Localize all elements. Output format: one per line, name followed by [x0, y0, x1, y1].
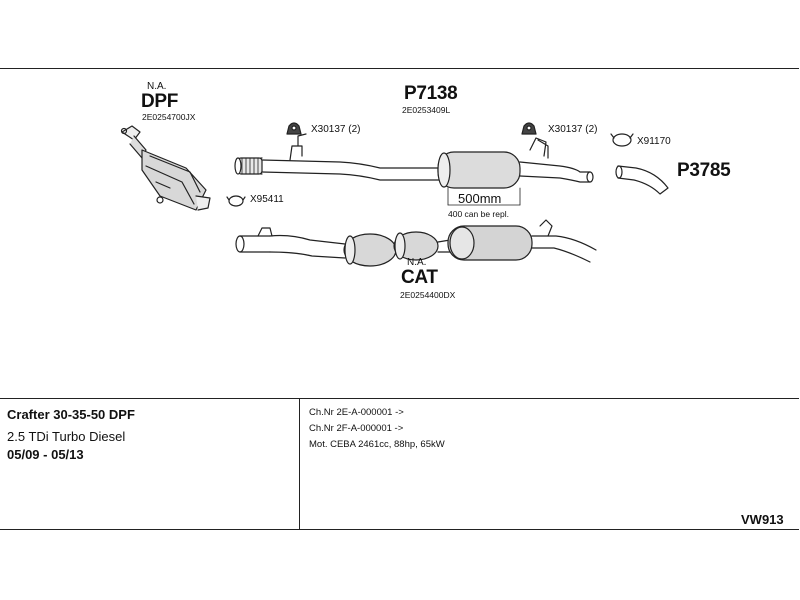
- info-divider-horizontal: [0, 398, 799, 399]
- rubber-mount-icon-left: [286, 122, 302, 135]
- dpf-name-label: DPF: [141, 91, 179, 112]
- p3785-part[interactable]: [615, 165, 669, 195]
- dpf-part[interactable]: [120, 125, 211, 211]
- p7138-name-label: P7138: [404, 83, 458, 104]
- cat-na-label: N.A.: [407, 257, 427, 268]
- engine-spec-line: Mot. CEBA 2461cc, 88hp, 65kW: [309, 439, 445, 450]
- dpf-na-label: N.A.: [147, 81, 167, 92]
- dpf-part-number: 2E0254700JX: [142, 112, 196, 122]
- chassis-line-1: Ch.Nr 2E-A-000001 ->: [309, 407, 404, 418]
- vehicle-model: Crafter 30-35-50 DPF: [7, 407, 135, 422]
- p3785-name-label: P3785: [677, 160, 731, 181]
- x91170-label: X91170: [637, 136, 671, 147]
- rubber-mount-icon-right: [521, 122, 537, 135]
- x30137-left-label: X30137 (2): [311, 124, 361, 135]
- diagram-frame: [0, 68, 799, 530]
- clamp-icon-x95411: [226, 195, 246, 207]
- p7138-part[interactable]: [234, 133, 594, 189]
- clamp-icon-x91170: [610, 133, 634, 147]
- chassis-line-2: Ch.Nr 2F-A-000001 ->: [309, 423, 404, 434]
- info-divider-vertical: [299, 398, 300, 530]
- p7138-part-number: 2E0253409L: [402, 105, 451, 115]
- cat-name-label: CAT: [401, 267, 438, 288]
- vehicle-engine: 2.5 TDi Turbo Diesel: [7, 429, 126, 444]
- cat-part[interactable]: [235, 219, 597, 267]
- length-value-label: 500mm: [458, 191, 502, 206]
- cat-part-number: 2E0254400DX: [400, 290, 456, 300]
- x95411-label: X95411: [250, 194, 284, 205]
- vehicle-years: 05/09 - 05/13: [7, 447, 84, 462]
- length-note-label: 400 can be repl.: [448, 209, 509, 219]
- catalog-code: VW913: [741, 512, 784, 527]
- length-dimension-bracket: [447, 187, 521, 206]
- x30137-right-label: X30137 (2): [548, 124, 598, 135]
